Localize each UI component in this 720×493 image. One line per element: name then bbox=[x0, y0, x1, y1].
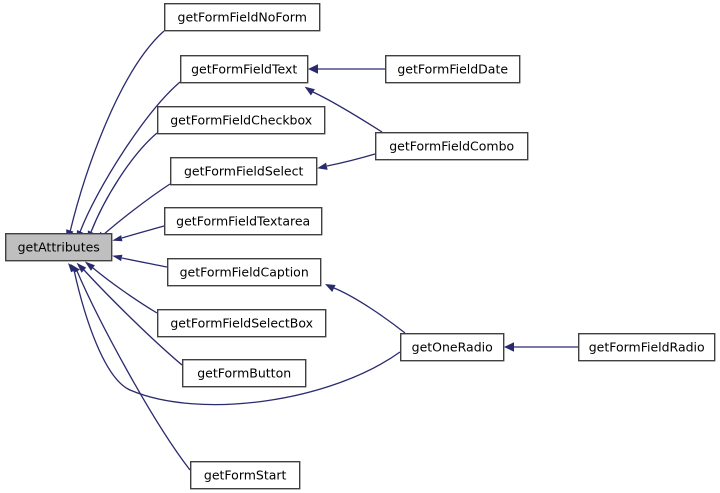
node-box[interactable] bbox=[179, 55, 309, 84]
node-getFormStart[interactable]: getFormStart bbox=[189, 461, 301, 490]
node-label: getFormFieldCheckbox bbox=[170, 113, 312, 128]
node-label: getFormStart bbox=[204, 468, 287, 483]
edge-path bbox=[121, 257, 168, 268]
node-box[interactable] bbox=[375, 131, 529, 161]
edge-getFormFieldRadio-to-getOneRadio bbox=[504, 342, 578, 352]
node-box[interactable] bbox=[169, 156, 318, 186]
arrowhead bbox=[84, 261, 95, 271]
node-box[interactable] bbox=[156, 309, 327, 338]
node-label: getFormFieldText bbox=[191, 62, 297, 77]
edge-getFormFieldCombo-to-getFormFieldSelect bbox=[317, 153, 376, 170]
arrowhead bbox=[504, 342, 514, 352]
arrowhead bbox=[112, 235, 123, 242]
edge-path bbox=[79, 81, 181, 233]
node-box[interactable] bbox=[189, 461, 301, 490]
node-label: getFormFieldTextarea bbox=[176, 214, 310, 229]
edge-path bbox=[121, 225, 165, 239]
arrowhead bbox=[76, 262, 87, 273]
edge-path bbox=[73, 269, 401, 406]
arrowhead bbox=[68, 263, 78, 273]
node-getFormFieldText[interactable]: getFormFieldText bbox=[179, 55, 309, 84]
node-getFormFieldCombo[interactable]: getFormFieldCombo bbox=[375, 131, 529, 161]
edge-getFormFieldCheckbox-to-getAttributes bbox=[87, 132, 158, 242]
node-getFormFieldNoForm[interactable]: getFormFieldNoForm bbox=[163, 3, 321, 32]
node-box[interactable] bbox=[400, 333, 505, 362]
arrowhead bbox=[308, 64, 318, 74]
edge-getFormFieldSelect-to-getAttributes bbox=[95, 183, 171, 242]
edge-path bbox=[69, 30, 165, 233]
edge-path bbox=[326, 153, 376, 167]
node-box[interactable] bbox=[4, 232, 113, 262]
node-box[interactable] bbox=[385, 55, 521, 84]
edges-layer bbox=[66, 30, 578, 471]
node-getFormFieldSelectBox[interactable]: getFormFieldSelectBox bbox=[156, 309, 327, 338]
edge-getFormButton-to-getAttributes bbox=[76, 262, 183, 366]
edge-path bbox=[76, 270, 191, 471]
node-getFormButton[interactable]: getFormButton bbox=[181, 359, 307, 388]
edge-path bbox=[83, 269, 183, 366]
node-getFormFieldTextarea[interactable]: getFormFieldTextarea bbox=[163, 206, 323, 236]
node-getAttributes[interactable]: getAttributes bbox=[4, 232, 113, 262]
node-box[interactable] bbox=[163, 3, 321, 32]
node-box[interactable] bbox=[163, 206, 323, 236]
node-getFormFieldCaption[interactable]: getFormFieldCaption bbox=[166, 258, 322, 287]
node-box[interactable] bbox=[156, 105, 326, 135]
node-getOneRadio[interactable]: getOneRadio bbox=[400, 333, 505, 362]
edge-path bbox=[92, 267, 158, 314]
edge-path bbox=[102, 183, 171, 236]
edge-path bbox=[312, 91, 383, 133]
edge-getFormFieldCaption-to-getAttributes bbox=[112, 254, 168, 268]
node-label: getAttributes bbox=[18, 240, 100, 255]
edge-getFormStart-to-getAttributes bbox=[70, 263, 191, 471]
node-getFormFieldSelect[interactable]: getFormFieldSelect bbox=[169, 156, 318, 186]
arrowhead bbox=[325, 284, 336, 292]
node-label: getFormFieldRadio bbox=[589, 340, 705, 355]
edge-getOneRadio-to-getAttributes bbox=[68, 263, 401, 406]
arrowhead bbox=[317, 162, 328, 170]
node-label: getFormFieldSelectBox bbox=[170, 316, 313, 331]
node-label: getFormFieldCombo bbox=[389, 139, 514, 154]
edge-getFormFieldCombo-to-getFormFieldText bbox=[304, 86, 383, 133]
node-getFormFieldRadio[interactable]: getFormFieldRadio bbox=[578, 333, 716, 362]
edge-getFormFieldNoForm-to-getAttributes bbox=[66, 30, 165, 241]
edge-path bbox=[333, 287, 406, 334]
node-label: getFormFieldDate bbox=[397, 62, 508, 77]
node-label: getOneRadio bbox=[412, 340, 493, 355]
arrowhead bbox=[304, 86, 315, 96]
arrowhead bbox=[112, 254, 123, 262]
node-label: getFormButton bbox=[197, 366, 291, 381]
node-label: getFormFieldNoForm bbox=[178, 10, 307, 25]
node-box[interactable] bbox=[181, 359, 307, 388]
node-label: getFormFieldCaption bbox=[180, 265, 309, 280]
edge-path bbox=[90, 132, 158, 233]
node-getFormFieldDate[interactable]: getFormFieldDate bbox=[385, 55, 521, 84]
node-box[interactable] bbox=[166, 258, 322, 287]
edge-getFormFieldDate-to-getFormFieldText bbox=[308, 64, 385, 74]
node-getFormFieldCheckbox[interactable]: getFormFieldCheckbox bbox=[156, 105, 326, 135]
node-box[interactable] bbox=[578, 333, 716, 362]
edge-getFormFieldSelectBox-to-getAttributes bbox=[84, 261, 158, 314]
edge-getOneRadio-to-getFormFieldCaption bbox=[325, 284, 406, 334]
nodes-layer: getAttributes getFormFieldNoForm getForm… bbox=[4, 3, 716, 490]
node-label: getFormFieldSelect bbox=[184, 164, 304, 179]
edge-getFormFieldTextarea-to-getAttributes bbox=[112, 225, 165, 242]
